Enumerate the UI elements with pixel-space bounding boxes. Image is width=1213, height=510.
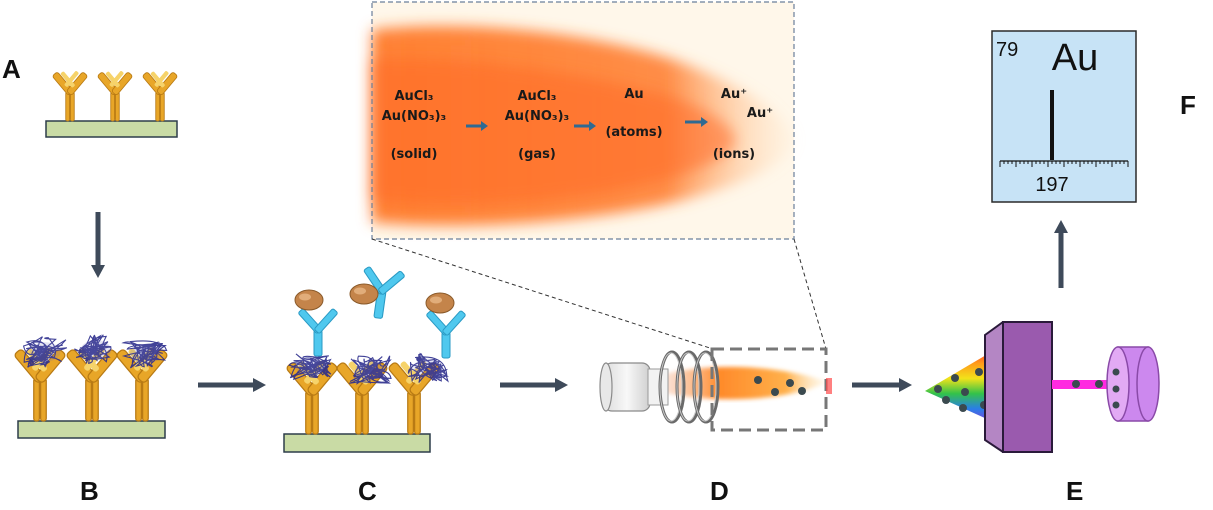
antigen-protein-c	[349, 355, 392, 385]
ion-dot	[942, 396, 950, 404]
ion-dot	[1112, 401, 1120, 409]
zoom-line-right	[793, 238, 827, 350]
ion-dot	[975, 368, 983, 376]
ion-beam	[1052, 380, 1122, 389]
gold-label-2	[349, 283, 379, 305]
ion-dot	[1095, 380, 1103, 388]
ion-dot	[771, 388, 779, 396]
antigen-protein-b	[121, 340, 168, 369]
plate-c	[283, 433, 431, 453]
detection-antibody-1	[298, 308, 338, 357]
icp-torch	[599, 347, 832, 432]
detection-antibody-3	[426, 310, 466, 359]
panel-label-f: F	[1180, 90, 1196, 120]
stage-arrow-3	[685, 117, 708, 127]
panel-label-e: E	[1066, 476, 1084, 506]
arrow-e-to-f	[1054, 220, 1068, 288]
ion-dot	[934, 385, 942, 393]
ion-dot	[754, 376, 762, 384]
antigen-protein-b	[74, 334, 112, 365]
antigen-protein-b	[22, 336, 68, 368]
stage-solid-state: (solid)	[391, 147, 438, 162]
capture-antibody-a	[52, 71, 88, 122]
gold-label-3	[425, 292, 455, 314]
plate-a	[45, 120, 178, 138]
ion-dot	[798, 387, 806, 395]
stage-solid-formula-1: AuCl₃	[394, 89, 433, 104]
stage-gas-state: (gas)	[518, 147, 556, 162]
ion-dot	[786, 379, 794, 387]
element-box: 79 Au 197	[991, 30, 1137, 203]
stage-gas-formula-2: Au(NO₃)₃	[505, 109, 570, 124]
ion-dot	[961, 388, 969, 396]
ion-dot	[951, 374, 959, 382]
element-symbol: Au	[1052, 37, 1098, 79]
antigen-protein-c	[288, 353, 332, 381]
stage-arrow-1	[466, 121, 488, 131]
ion-dot	[959, 404, 967, 412]
ion-dot	[1072, 380, 1080, 388]
stage-solid-formula-2: Au(NO₃)₃	[382, 109, 447, 124]
panel-label-b: B	[80, 476, 99, 506]
stage-ions-formula-2: Au⁺	[747, 106, 773, 121]
panel-label-a: A	[2, 54, 21, 84]
zoom-line-left	[371, 238, 714, 350]
stage-gas-formula-1: AuCl₃	[517, 89, 556, 104]
flame-inset: AuCl₃ Au(NO₃)₃ (solid) AuCl₃ Au(NO₃)₃ (gas) Au…	[371, 1, 795, 240]
stage-atoms-state: (atoms)	[605, 125, 662, 140]
panel-label-d: D	[710, 476, 729, 506]
arrow-d-to-e	[852, 378, 912, 392]
antigen-protein-c	[407, 352, 449, 383]
stage-ions-state: (ions)	[713, 147, 755, 162]
mass-label: 197	[1035, 174, 1068, 196]
stage-ions-formula-1: Au⁺	[721, 87, 747, 102]
arrow-c-to-d	[500, 378, 568, 392]
spectrum-cone	[925, 348, 998, 424]
stage-atoms-formula: Au	[624, 87, 643, 102]
capture-antibody-a	[97, 71, 133, 122]
capture-antibody-a	[142, 71, 178, 122]
ion-dot	[1112, 368, 1120, 376]
atomic-number: 79	[996, 39, 1018, 61]
arrow-a-to-b	[91, 212, 105, 278]
detection-antibody-2	[363, 266, 405, 319]
plate-b	[17, 420, 166, 439]
gold-label-1	[294, 289, 324, 311]
mass-spectrometer	[925, 321, 1160, 453]
ion-dot	[1112, 385, 1120, 393]
arrow-b-to-c	[198, 378, 266, 392]
panel-label-c: C	[358, 476, 377, 506]
stage-arrow-2	[574, 121, 596, 131]
